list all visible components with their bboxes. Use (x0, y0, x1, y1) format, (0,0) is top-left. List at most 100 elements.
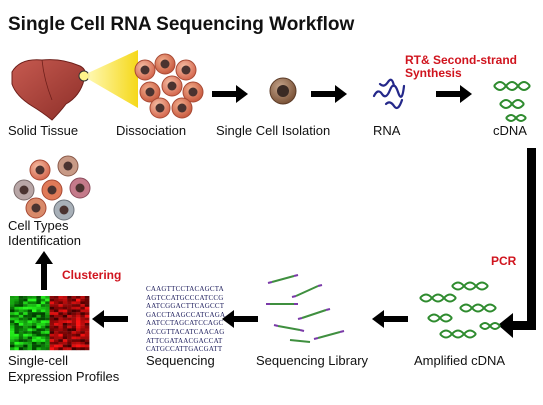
label-rt-line1: RT& Second-strand (405, 53, 518, 67)
heatmap-cell (27, 347, 33, 351)
heatmap-cell (32, 301, 37, 305)
single-cell-icon (269, 77, 297, 105)
heatmap-cell (76, 336, 81, 340)
heatmap-cell (36, 333, 41, 337)
heatmap-cell (40, 306, 46, 310)
arrow-6-icon (92, 310, 128, 328)
heatmap-cell (14, 301, 19, 305)
heatmap-cell (58, 306, 63, 310)
heatmap-cell (62, 312, 68, 316)
heatmap-cell (10, 312, 15, 316)
heatmap-cell (76, 339, 81, 343)
heatmap-cell (18, 317, 24, 321)
heatmap-cell (27, 320, 33, 324)
pcr-arrow-icon (498, 148, 536, 338)
heatmap-cell (54, 325, 59, 329)
heatmap-cell (45, 344, 50, 348)
heatmap-cell (10, 320, 15, 324)
sequence-line: GACCTAAGCCATCAGA (146, 310, 226, 319)
sequence-line: CATGCCATTGACGATT (146, 345, 223, 354)
heatmap-cell (45, 312, 50, 316)
heatmap-cell (10, 304, 15, 307)
heatmap-cell (36, 341, 41, 345)
heatmap-cell (80, 344, 85, 348)
heatmap-cell (49, 314, 55, 318)
heatmap-cell (80, 312, 85, 316)
heatmap-cell (80, 333, 85, 337)
heatmap-cell (40, 323, 46, 326)
heatmap-cell (71, 341, 77, 345)
heatmap-cell (84, 320, 90, 324)
heatmap-cell (40, 309, 46, 313)
heatmap-cell (27, 325, 33, 329)
heatmap-cell (58, 344, 63, 348)
heatmap-cell (71, 320, 77, 324)
heatmap-cell (67, 347, 72, 351)
heatmap-cell (18, 336, 24, 340)
heatmap-cell (18, 347, 24, 351)
heatmap-cell (40, 304, 46, 307)
heatmap-cell (71, 309, 77, 313)
heatmap-cell (49, 325, 55, 329)
sequence-line: AATCGGACTTCAGCCT (146, 302, 225, 311)
heatmap-cell (36, 317, 41, 321)
heatmap-cell (10, 341, 15, 345)
heatmap-cell (80, 341, 85, 345)
heatmap-cell (49, 296, 55, 299)
heatmap-cell (27, 304, 33, 307)
heatmap-cell (32, 325, 37, 329)
heatmap-cell (32, 309, 37, 313)
heatmap-cell (36, 296, 41, 299)
heatmap-cell (45, 328, 50, 332)
heatmap-cell (67, 323, 72, 326)
heatmap-cell (84, 323, 90, 326)
label-single-cell-isolation: Single Cell Isolation (216, 123, 331, 138)
heatmap-cell (62, 331, 68, 334)
heatmap-cell (84, 339, 90, 343)
heatmap-cell (18, 320, 24, 324)
heatmap-cell (27, 331, 33, 334)
heatmap-cell (80, 304, 85, 307)
heatmap-cell (32, 344, 37, 348)
heatmap-cell (27, 301, 33, 305)
heatmap-cell (80, 301, 85, 305)
heatmap-cell (80, 298, 85, 302)
heatmap-cell (36, 298, 41, 302)
heatmap-cell (23, 298, 28, 302)
heatmap-cell (49, 320, 55, 324)
heatmap-cell (14, 344, 19, 348)
heatmap-cell (40, 344, 46, 348)
heatmap-cell (80, 331, 85, 334)
heatmap-cell (18, 344, 24, 348)
heatmap-cell (62, 320, 68, 324)
heatmap-cell (62, 344, 68, 348)
heatmap-cell (40, 320, 46, 324)
heatmap-cell (71, 331, 77, 334)
heatmap-cell (62, 298, 68, 302)
label-cell-types-1: Cell Types (8, 218, 69, 233)
heatmap-cell (54, 344, 59, 348)
heatmap-cell (10, 298, 15, 302)
heatmap-cell (71, 325, 77, 329)
heatmap-cell (23, 309, 28, 313)
heatmap-cell (36, 347, 41, 351)
heatmap-cell (23, 317, 28, 321)
sequencing-library-icon (266, 274, 345, 343)
heatmap-cell (10, 325, 15, 329)
heatmap-cell (45, 347, 50, 351)
heatmap-cell (23, 325, 28, 329)
heatmap-cell (67, 320, 72, 324)
heatmap-cell (71, 336, 77, 340)
heatmap-cell (36, 309, 41, 313)
heatmap-cell (49, 347, 55, 351)
heatmap-cell (67, 301, 72, 305)
heatmap-cell (27, 314, 33, 318)
cell-cluster-icon (134, 53, 204, 119)
heatmap-cell (18, 331, 24, 334)
heatmap-cell (49, 317, 55, 321)
heatmap-cell (23, 339, 28, 343)
heatmap-cell (80, 323, 85, 326)
heatmap-cell (40, 298, 46, 302)
heatmap-cell (54, 296, 59, 299)
